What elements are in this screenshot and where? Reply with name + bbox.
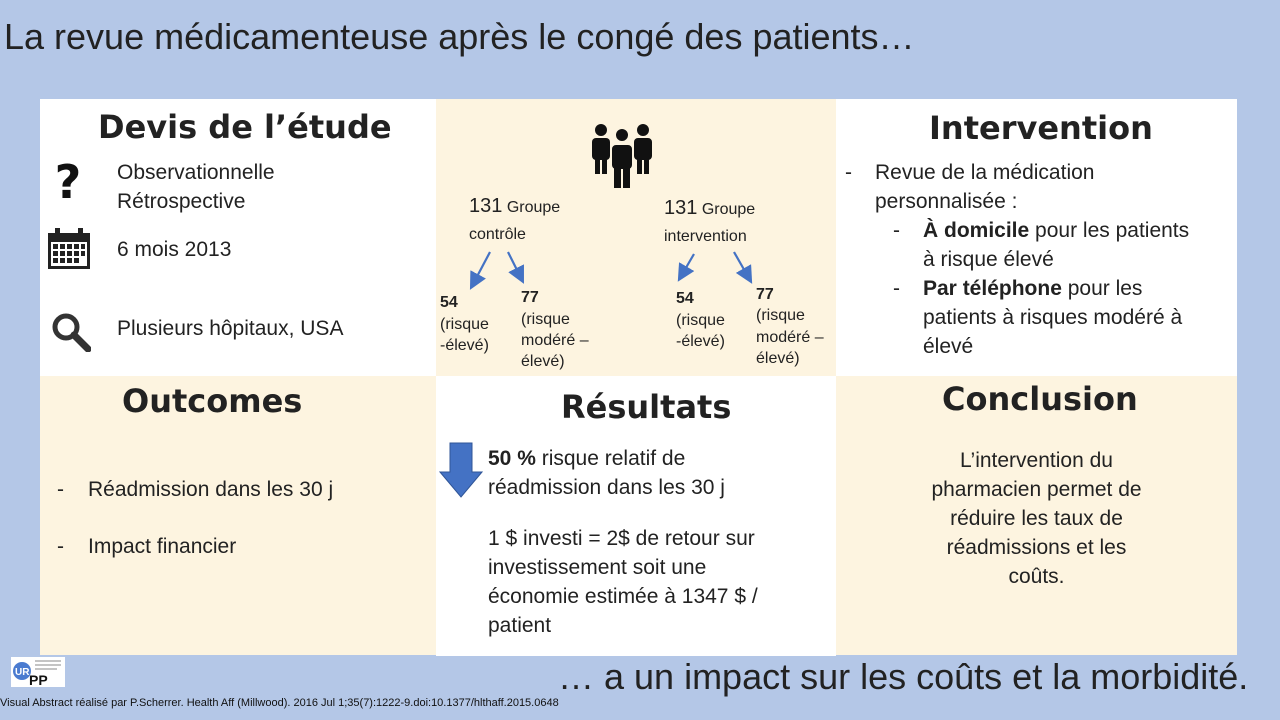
result-2-line4: patient xyxy=(488,614,552,637)
intervention-mod-line2: modéré – xyxy=(756,329,824,346)
page-title: La revue médicamenteuse après le congé d… xyxy=(4,16,915,57)
people-icon xyxy=(592,124,652,188)
intervention-label-line2: intervention xyxy=(664,228,747,245)
study-type-line1: Observationnelle xyxy=(117,161,275,184)
control-count: 131 xyxy=(469,195,503,217)
study-period: 6 mois 2013 xyxy=(117,238,232,261)
control-mod-line2: modéré – xyxy=(521,332,589,349)
intervention-high-count: 54 xyxy=(676,290,694,307)
bullet-dash: - xyxy=(845,161,852,184)
result-1-rest: risque relatif de xyxy=(535,447,686,470)
svg-text:PP: PP xyxy=(29,672,48,687)
intervention-sub1: À domicile pour les patients xyxy=(923,216,1189,245)
split-arrows xyxy=(469,251,753,290)
outcome-item-1: Réadmission dans les 30 j xyxy=(88,478,334,501)
intervention-panel xyxy=(836,99,1237,376)
bullet-dash: - xyxy=(57,478,64,501)
intervention-sub2-rest: pour les xyxy=(1061,277,1143,300)
intervention-high-line1: (risque xyxy=(676,312,725,329)
control-high-count: 54 xyxy=(440,294,458,311)
control-label-line1: Groupe xyxy=(506,199,561,216)
result-1-line2: réadmission dans les 30 j xyxy=(488,476,725,499)
outcomes-panel xyxy=(40,376,436,655)
result-2-line1: 1 $ investi = 2$ de retour sur xyxy=(488,527,755,550)
design-panel xyxy=(40,99,436,376)
intervention-mod-line1: (risque xyxy=(756,307,805,324)
design-heading: Devis de l’étude xyxy=(98,108,392,146)
conclusion-line3: réduire les taux de xyxy=(950,507,1123,530)
svg-text:UR: UR xyxy=(15,667,30,678)
bullet-dash: - xyxy=(893,277,900,300)
control-group-label: 131 Groupe xyxy=(469,196,560,218)
intervention-mod-count: 77 xyxy=(756,286,774,303)
down-arrow-icon xyxy=(439,442,483,498)
conclusion-line4: réadmissions et les xyxy=(946,536,1127,559)
control-label-line2: contrôle xyxy=(469,226,526,243)
intervention-sub2-line2: patients à risques modéré à xyxy=(923,306,1183,329)
control-high-line2: -élevé) xyxy=(440,337,489,354)
conclusion-panel xyxy=(836,376,1237,655)
result-1-line1: 50 % risque relatif de xyxy=(488,444,685,473)
control-mod-line1: (risque xyxy=(521,311,570,328)
results-heading: Résultats xyxy=(561,388,732,426)
bullet-dash: - xyxy=(893,219,900,242)
intervention-sub1-bold: À domicile xyxy=(923,219,1030,242)
intervention-sub2-line3: élevé xyxy=(923,335,974,358)
magnifier-icon xyxy=(52,313,91,352)
control-mod-line3: élevé) xyxy=(521,353,565,370)
result-2-line2: investissement soit une xyxy=(488,556,707,579)
intervention-line1: Revue de la médication xyxy=(875,161,1095,184)
intervention-line2: personnalisée : xyxy=(875,190,1018,213)
tagline: … a un impact sur les coûts et la morbid… xyxy=(558,656,1249,697)
calendar-icon xyxy=(48,228,90,269)
question-icon: ? xyxy=(55,156,82,202)
intervention-label-line1: Groupe xyxy=(701,201,756,218)
conclusion-heading: Conclusion xyxy=(942,380,1138,418)
outcome-item-2: Impact financier xyxy=(88,535,237,558)
intervention-sub2: Par téléphone pour les xyxy=(923,274,1142,303)
svg-text:?: ? xyxy=(55,156,82,202)
results-panel xyxy=(436,376,836,656)
intervention-sub1-line2: à risque élevé xyxy=(923,248,1054,271)
conclusion-line5: coûts. xyxy=(1008,565,1065,588)
intervention-sub2-bold: Par téléphone xyxy=(923,277,1062,300)
study-location: Plusieurs hôpitaux, USA xyxy=(117,317,344,340)
intervention-count: 131 xyxy=(664,197,698,219)
intervention-group-label: 131 Groupe xyxy=(664,198,755,220)
intervention-high-line2: -élevé) xyxy=(676,333,725,350)
result-2-line3: économie estimée à 1347 $ / xyxy=(488,585,758,608)
control-mod-count: 77 xyxy=(521,289,539,306)
control-high-line1: (risque xyxy=(440,316,489,333)
citation-footer: Visual Abstract réalisé par P.Scherrer. … xyxy=(0,697,559,709)
intervention-mod-line3: élevé) xyxy=(756,350,800,367)
intervention-heading: Intervention xyxy=(929,109,1153,147)
study-type-line2: Rétrospective xyxy=(117,190,246,213)
outcomes-heading: Outcomes xyxy=(122,382,303,420)
intervention-sub1-rest: pour les patients xyxy=(1029,219,1190,242)
conclusion-line1: L’intervention du xyxy=(960,449,1113,472)
bullet-dash: - xyxy=(57,535,64,558)
urpp-logo: UR PP xyxy=(11,657,65,687)
conclusion-line2: pharmacien permet de xyxy=(931,478,1142,501)
result-1-bold: 50 % xyxy=(488,447,536,470)
